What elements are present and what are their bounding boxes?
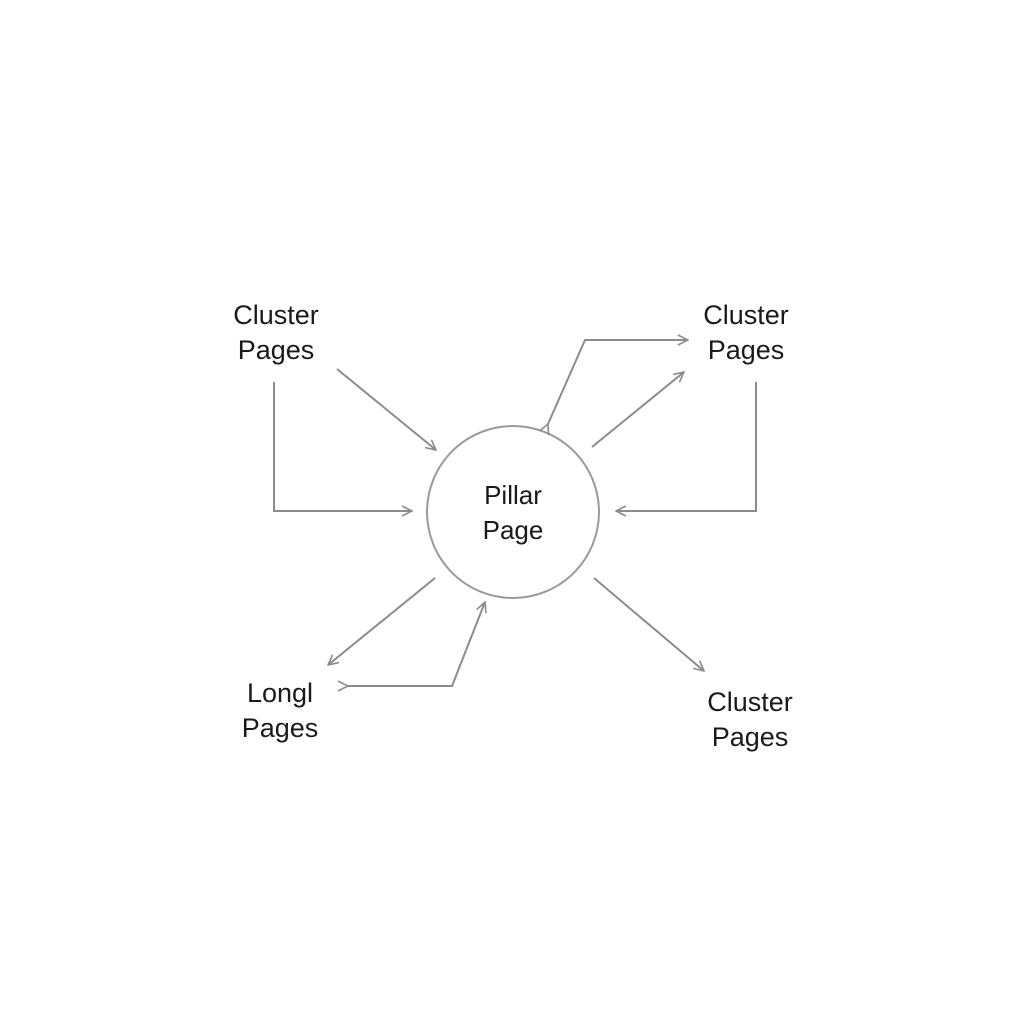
edge-top-right-elbow-arrow: [548, 340, 688, 424]
edge-bottom-left-diagonal-arrow: [328, 577, 436, 665]
top-left-cluster-label: Cluster Pages: [206, 298, 346, 368]
edge-top-left-diagonal-arrow: [336, 368, 436, 450]
bottom-left-label-line2: Pages: [241, 713, 319, 743]
bottom-right-label-line2: Pages: [711, 722, 789, 752]
edge-top-left-elbow-arrow: [273, 382, 412, 511]
top-right-label-line1: Cluster: [703, 300, 789, 330]
edge-bottom-right-diagonal-arrow: [593, 577, 704, 671]
top-left-label-line1: Cluster: [233, 300, 319, 330]
top-right-cluster-label: Cluster Pages: [676, 298, 816, 368]
top-right-label-line2: Pages: [707, 335, 785, 365]
bottom-left-label-line1: Longl: [246, 678, 314, 708]
pillar-label-line1: Pillar: [484, 480, 542, 510]
bottom-left-node-label: Longl Pages: [210, 676, 350, 746]
pillar-label-line2: Page: [482, 515, 544, 545]
top-left-label-line2: Pages: [237, 335, 315, 365]
bottom-right-label-line1: Cluster: [707, 687, 793, 717]
edge-top-right-diagonal-arrow: [591, 372, 684, 448]
edge-right-elbow-arrow: [616, 382, 757, 511]
pillar-page-circle: [426, 425, 600, 599]
edge-bottom-left-elbow-arrow: [348, 602, 485, 686]
bottom-right-cluster-label: Cluster Pages: [680, 685, 820, 755]
pillar-page-label: Pillar Page: [463, 478, 563, 548]
